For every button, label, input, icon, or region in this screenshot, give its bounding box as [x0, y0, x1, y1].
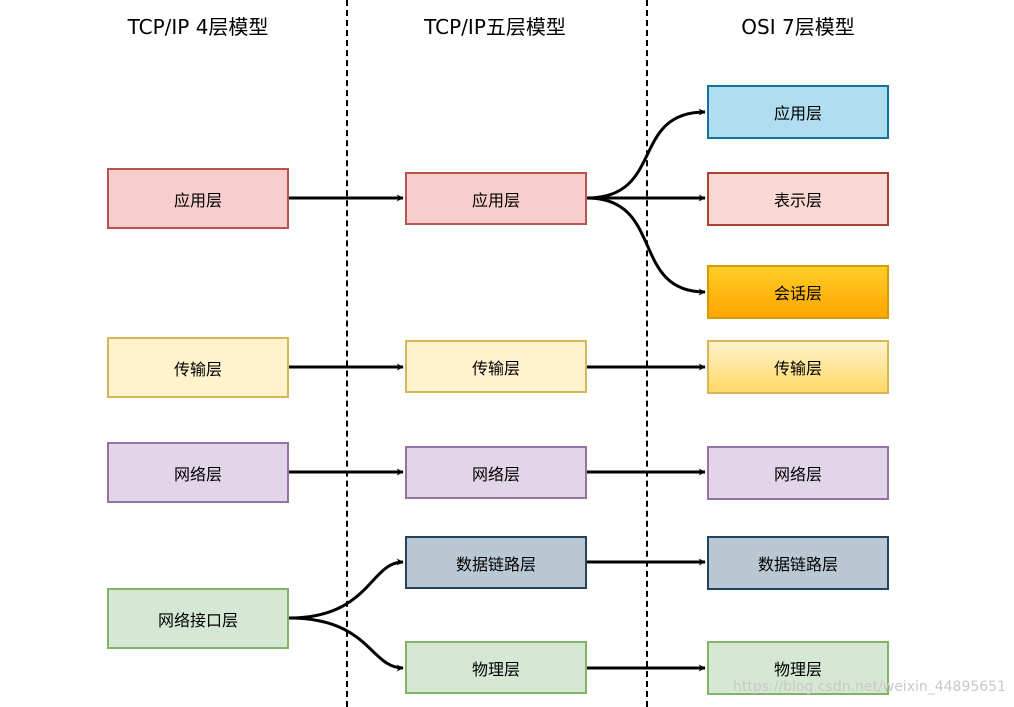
five-layer-datalink: 数据链路层 — [405, 536, 587, 589]
osi-layer-network: 网络层 — [707, 446, 889, 500]
box-label: 物理层 — [471, 659, 520, 679]
title-tcpip-4-layer: TCP/IP 4层模型 — [127, 15, 269, 39]
box-label: 表示层 — [773, 191, 822, 210]
four-layer-application: 应用层 — [107, 168, 289, 229]
four-layer-transport: 传输层 — [107, 337, 289, 398]
box-label: 传输层 — [173, 359, 222, 379]
arrow-interface-to-datalink — [288, 558, 404, 620]
divider-left — [346, 0, 348, 707]
box-label: 物理层 — [773, 660, 822, 679]
four-layer-network: 网络层 — [107, 442, 289, 503]
osi-layer-session: 会话层 — [707, 265, 889, 319]
box-label: 数据链路层 — [455, 554, 536, 574]
box-label: 应用层 — [773, 104, 822, 123]
watermark-text: https://blog.csdn.net/weixin_44895651 — [732, 679, 1006, 695]
five-layer-network: 网络层 — [405, 446, 587, 499]
four-layer-interface: 网络接口层 — [107, 588, 289, 649]
arrow-app-to-osi-session — [586, 196, 706, 296]
box-label: 应用层 — [173, 190, 222, 210]
box-label: 传输层 — [471, 358, 520, 378]
box-label: 应用层 — [471, 190, 520, 210]
box-label: 网络层 — [773, 465, 822, 484]
osi-layer-physical: 物理层 — [707, 641, 889, 695]
box-label: 网络层 — [471, 464, 520, 484]
divider-right — [646, 0, 648, 707]
box-label: 网络层 — [173, 464, 222, 484]
arrow-interface-to-physical — [288, 616, 404, 672]
box-label: 网络接口层 — [157, 610, 238, 630]
osi-layer-presentation: 表示层 — [707, 172, 889, 226]
osi-layer-transport: 传输层 — [707, 340, 889, 394]
osi-layer-datalink: 数据链路层 — [707, 536, 889, 590]
box-label: 数据链路层 — [757, 555, 838, 574]
five-layer-application: 应用层 — [405, 172, 587, 225]
five-layer-physical: 物理层 — [405, 641, 587, 694]
five-layer-transport: 传输层 — [405, 340, 587, 393]
title-osi-7-layer: OSI 7层模型 — [741, 15, 855, 39]
arrow-app-to-osi-app — [586, 108, 706, 200]
box-label: 会话层 — [773, 284, 822, 303]
title-tcpip-5-layer: TCP/IP五层模型 — [424, 15, 566, 39]
box-label: 传输层 — [773, 359, 822, 378]
osi-layer-application: 应用层 — [707, 85, 889, 139]
